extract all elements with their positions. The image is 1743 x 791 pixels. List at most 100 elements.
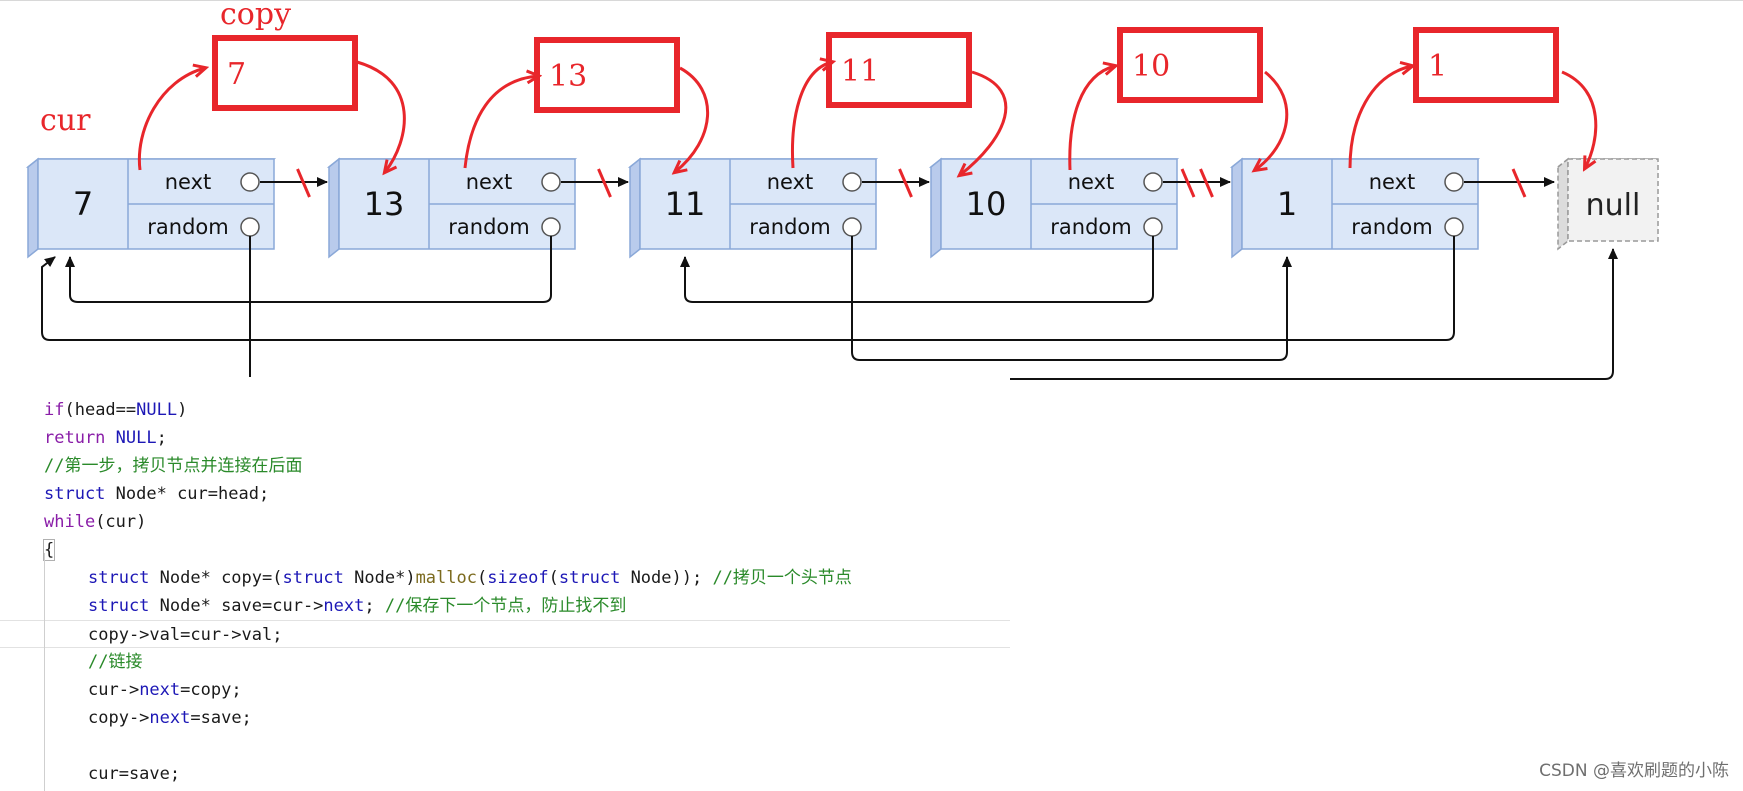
list-node: 11 next random <box>627 157 879 259</box>
list-node: 1 next random <box>1229 157 1481 259</box>
code-text: Node)); <box>620 568 713 588</box>
null-label: null <box>1586 188 1641 223</box>
code-text: Node* cur=head; <box>105 484 270 504</box>
function-name: malloc <box>415 568 477 588</box>
code-text: (head== <box>64 400 137 420</box>
random-arrow <box>65 236 552 303</box>
copy-node-value: 13 <box>549 59 587 94</box>
keyword: if <box>44 400 65 420</box>
code-line: copy->next=save; <box>0 704 1010 732</box>
cur-label: cur <box>40 103 91 138</box>
field-name: next <box>323 596 365 616</box>
code-line: if(head==NULL) <box>0 396 1010 424</box>
node-value: 13 <box>364 185 405 223</box>
random-arrow <box>851 236 1292 361</box>
code-comment: //拷贝一个头节点 <box>712 568 852 588</box>
random-label: random <box>1050 215 1131 239</box>
cut-mark <box>1199 168 1214 198</box>
copy-arrow <box>463 76 538 169</box>
node-side-face <box>1231 157 1243 259</box>
link-arrow <box>1561 70 1598 168</box>
random-pointer-dot <box>240 217 260 237</box>
keyword: struct <box>282 568 344 588</box>
code-text: ; <box>156 428 167 448</box>
code-line: cur=save; <box>0 760 1010 788</box>
open-brace: { <box>42 539 56 561</box>
code-line: { <box>0 536 1010 564</box>
code-line: //第一步，拷贝节点并连接在后面 <box>0 452 1010 480</box>
code-line-current: copy->val=cur->val; <box>0 620 1010 648</box>
random-label: random <box>448 215 529 239</box>
random-arrow <box>41 236 1455 341</box>
cut-mark <box>898 168 913 198</box>
code-text: =save; <box>190 708 252 728</box>
cut-mark <box>597 168 612 198</box>
random-label: random <box>147 215 228 239</box>
code-text: ; <box>364 596 385 616</box>
copy-arrow <box>1068 66 1115 171</box>
keyword: struct <box>558 568 621 588</box>
watermark: CSDN @喜欢刷题的小陈 <box>1539 761 1729 781</box>
code-line: struct Node* cur=head; <box>0 480 1010 508</box>
node-value: 1 <box>1277 185 1297 223</box>
next-label: next <box>1369 170 1416 194</box>
copy-node-value: 10 <box>1132 49 1170 84</box>
code-comment: //链接 <box>88 652 143 672</box>
cut-mark <box>296 168 311 198</box>
copy-arrow <box>791 62 832 169</box>
linked-list-diagram: 7nextrandom713nextrandom1311nextrandom11… <box>25 27 1661 380</box>
node-side-face <box>27 157 39 259</box>
next-label: next <box>466 170 513 194</box>
code-text: ) <box>177 400 188 420</box>
copy-node-box <box>212 35 358 111</box>
next-label: next <box>767 170 814 194</box>
field-name: next <box>139 680 181 700</box>
code-block: if(head==NULL) return NULL; //第一步，拷贝节点并连… <box>0 396 1010 788</box>
code-gutter-guide <box>44 553 45 791</box>
link-arrow <box>675 66 710 172</box>
random-arrow <box>1010 248 1618 380</box>
null-constant: NULL <box>115 428 157 448</box>
code-line: while(cur) <box>0 508 1010 536</box>
next-label: next <box>165 170 212 194</box>
random-label: random <box>749 215 830 239</box>
keyword: return <box>44 428 106 448</box>
copy-node-value: 1 <box>1428 49 1447 84</box>
keyword: while <box>44 512 96 532</box>
code-line: return NULL; <box>0 424 1010 452</box>
next-label: next <box>1068 170 1115 194</box>
code-text: cur-> <box>88 680 140 700</box>
code-text: =copy; <box>180 680 242 700</box>
cut-mark <box>1511 168 1527 198</box>
node-value: 7 <box>73 185 93 223</box>
next-pointer-dot <box>1143 172 1163 192</box>
code-line <box>0 732 1010 760</box>
list-node: 13 next random <box>326 157 578 259</box>
code-text: copy->val=cur->val; <box>88 625 283 645</box>
code-line: cur->next=copy; <box>0 676 1010 704</box>
code-line: struct Node* save=cur->next; //保存下一个节点，防… <box>0 592 1010 620</box>
random-pointer-dot <box>842 217 862 237</box>
copy-node-value: 11 <box>841 54 879 89</box>
node-side-face <box>328 157 340 259</box>
random-label: random <box>1351 215 1432 239</box>
node-value: 11 <box>665 185 706 223</box>
keyword: sizeof <box>487 568 549 588</box>
null-constant: NULL <box>136 400 178 420</box>
code-text: ( <box>476 568 488 588</box>
node-side-face <box>930 157 942 259</box>
code-comment: //第一步，拷贝节点并连接在后面 <box>44 456 303 476</box>
list-node: 10 next random <box>928 157 1180 259</box>
keyword: struct <box>88 596 150 616</box>
next-pointer-dot <box>541 172 561 192</box>
copy-arrow <box>1348 66 1412 169</box>
cut-mark <box>1180 168 1196 198</box>
node-value: 10 <box>966 185 1007 223</box>
code-text: Node* copy=( <box>149 568 283 588</box>
code-text: cur=save; <box>88 764 181 784</box>
code-line: struct Node* copy=(struct Node*)malloc(s… <box>0 564 1010 592</box>
null-side-face <box>1557 157 1569 251</box>
code-text: copy-> <box>88 708 150 728</box>
code-text: ( <box>548 568 559 588</box>
random-pointer-dot <box>541 217 561 237</box>
